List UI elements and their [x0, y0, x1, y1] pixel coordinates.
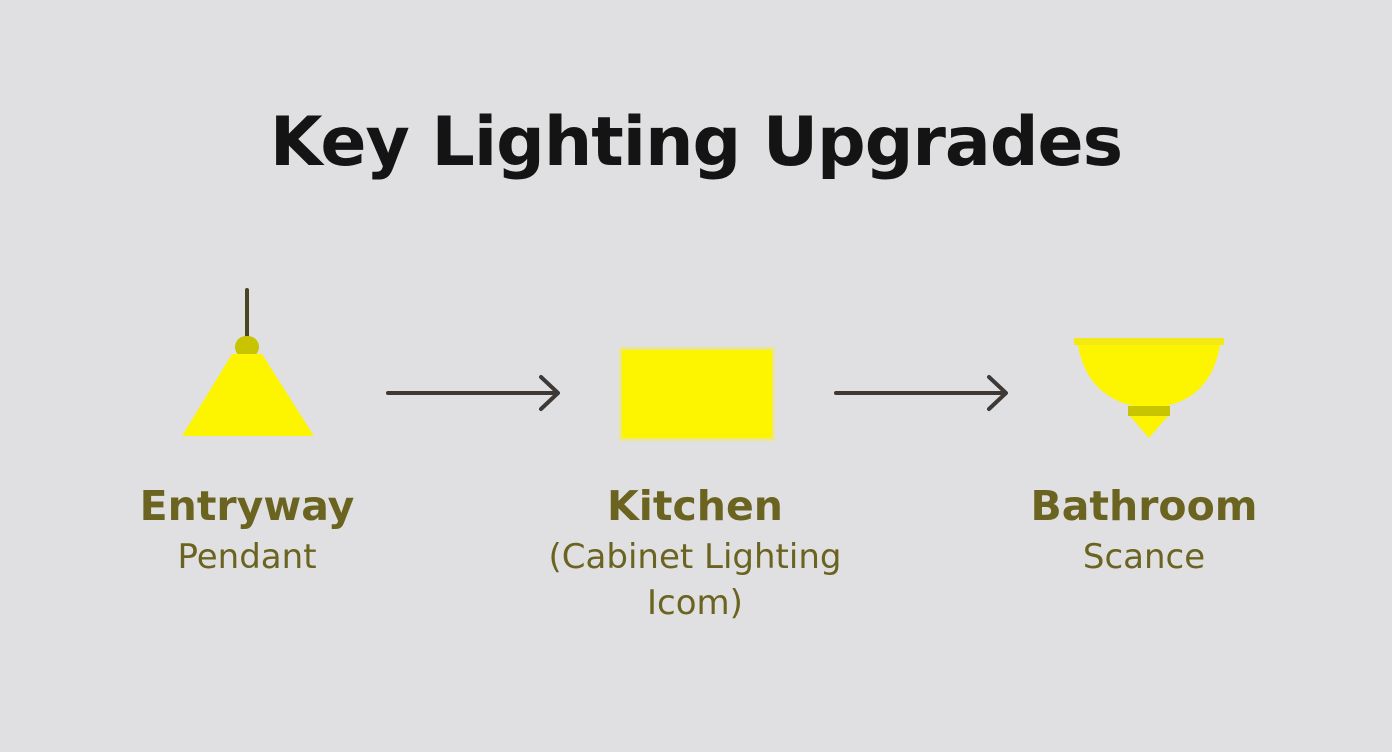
entryway-label: Entryway Pendant: [67, 482, 427, 580]
item-name: Bathroom: [1030, 482, 1258, 530]
item-subtitle: Pendant: [177, 537, 317, 577]
item-name: Entryway: [139, 482, 355, 530]
pendant-lamp-icon: [182, 288, 314, 436]
sconce-icon: [1074, 338, 1224, 438]
item-name: Kitchen: [607, 482, 783, 530]
page-title: Key Lighting Upgrades: [269, 103, 1123, 182]
item-subtitle: (Cabinet Lighting Icom): [548, 537, 842, 623]
item-subtitle: Scance: [1082, 537, 1206, 577]
arrow-right-icon: [386, 375, 560, 411]
kitchen-label: Kitchen (Cabinet Lighting Icom): [513, 482, 877, 626]
arrow-right-icon: [834, 375, 1008, 411]
bathroom-label: Bathroom Scance: [964, 482, 1324, 580]
cabinet-light-icon: [619, 347, 775, 441]
